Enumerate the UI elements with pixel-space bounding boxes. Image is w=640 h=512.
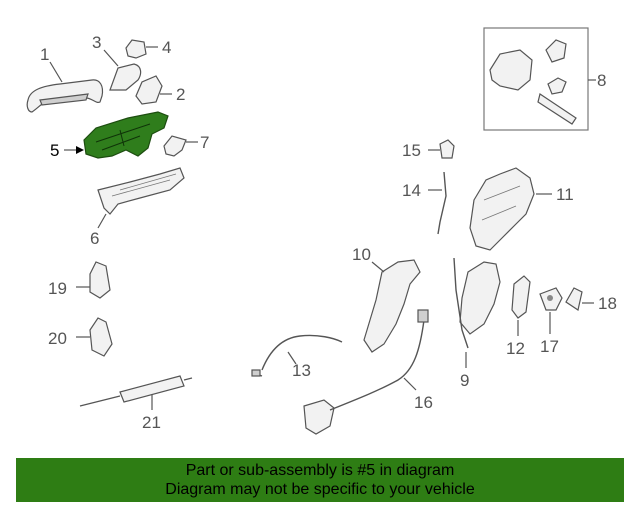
- part-16-actuator[interactable]: [303, 309, 429, 435]
- callout-2: 2: [176, 85, 185, 104]
- part-7-clip[interactable]: [163, 135, 187, 157]
- part-3-handle-cap[interactable]: [109, 63, 142, 91]
- callout-10: 10: [352, 245, 371, 264]
- leader-16: [403, 377, 417, 391]
- callout-1: 1: [40, 45, 49, 64]
- banner-line-1: Part or sub-assembly is #5 in diagram: [185, 462, 455, 479]
- callout-13: 13: [292, 361, 311, 380]
- leader-5-arrowhead: [76, 146, 84, 154]
- callout-18: 18: [598, 294, 617, 313]
- callout-21: 21: [142, 413, 161, 432]
- callout-3: 3: [92, 33, 101, 52]
- part-13-cable[interactable]: [251, 334, 343, 377]
- callout-5: 5: [50, 141, 59, 160]
- callout-12: 12: [506, 339, 525, 358]
- leader-1: [49, 61, 63, 83]
- callout-20: 20: [48, 329, 67, 348]
- leader-3: [103, 49, 119, 67]
- part-4-small-cover[interactable]: [125, 39, 147, 59]
- callout-14: 14: [402, 181, 421, 200]
- leader-6: [97, 213, 107, 229]
- part-5-handle-frame[interactable]: [83, 111, 169, 159]
- callout-9: 9: [460, 371, 469, 390]
- part-1-outside-handle[interactable]: [26, 79, 104, 113]
- callout-7: 7: [200, 133, 209, 152]
- callout-11: 11: [556, 185, 574, 204]
- callout-19: 19: [48, 279, 67, 298]
- leader-13: [287, 351, 297, 365]
- part-14-rod[interactable]: [437, 171, 447, 235]
- part-17-striker[interactable]: [539, 287, 563, 311]
- part-2-bracket[interactable]: [135, 75, 163, 105]
- part-12-bracket[interactable]: [511, 275, 531, 319]
- callout-17: 17: [540, 337, 559, 356]
- callout-16: 16: [414, 393, 433, 412]
- part-6-reinforcement[interactable]: [97, 167, 185, 215]
- callout-4: 4: [162, 38, 171, 57]
- part-11-latch-cover[interactable]: [469, 167, 535, 251]
- callout-15: 15: [402, 141, 421, 160]
- part-20-hinge[interactable]: [89, 317, 113, 357]
- part-18-shim[interactable]: [565, 287, 583, 311]
- part-8-box: [483, 27, 589, 131]
- part-9-latch[interactable]: [453, 257, 501, 349]
- info-banner: Part or sub-assembly is #5 in diagram Di…: [16, 458, 624, 502]
- callout-6: 6: [90, 229, 99, 248]
- banner-line-2: Diagram may not be specific to your vehi…: [165, 481, 475, 498]
- part-15-bracket[interactable]: [439, 139, 455, 159]
- part-19-hinge[interactable]: [89, 261, 111, 299]
- leader-10: [371, 261, 385, 273]
- callout-8: 8: [597, 71, 606, 90]
- part-21-door-check[interactable]: [79, 375, 193, 407]
- part-10-inside-handle[interactable]: [363, 259, 421, 353]
- part-8-lock-set[interactable]: [489, 39, 577, 125]
